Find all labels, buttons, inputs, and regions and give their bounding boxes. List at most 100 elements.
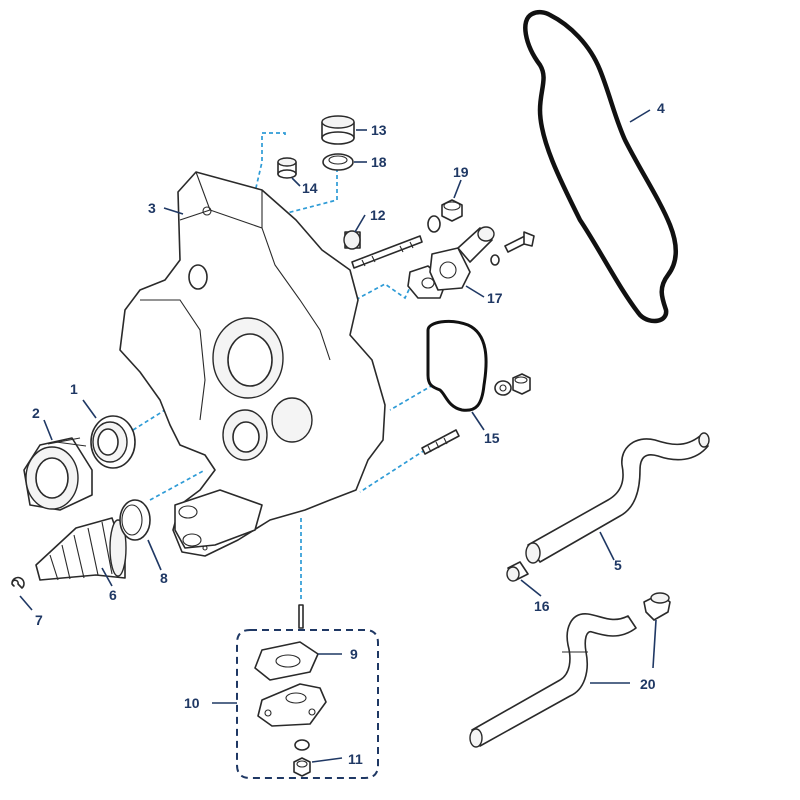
bellows-fold-3: [73, 534, 85, 579]
washer-15: [494, 380, 512, 396]
nut-15: [512, 373, 531, 395]
part-4-large-gasket: [523, 9, 678, 324]
bellows-ring-bore: [35, 457, 69, 499]
callout-7: 7: [35, 612, 43, 628]
connector-15-to-housing: [389, 384, 434, 411]
plug-14-top: [277, 157, 297, 167]
assembly-connector-lines: [132, 132, 434, 600]
stud-lower: [421, 429, 460, 455]
part-5-hose: [525, 432, 710, 564]
cap-20-top: [650, 592, 670, 604]
group-10-box: [236, 629, 379, 779]
connector-13-18-to-housing: [282, 168, 338, 215]
housing-rib-mid: [261, 227, 331, 361]
stud-lower-threads: [427, 437, 448, 453]
leader-4: [629, 109, 651, 123]
part-15-gasket: [426, 319, 488, 412]
callout-12: 12: [370, 207, 386, 223]
housing-top-hole: [202, 206, 212, 216]
callout-2: 2: [32, 405, 40, 421]
callout-3: 3: [148, 200, 156, 216]
bellows-fold-4: [87, 527, 99, 576]
leader-20-cap: [652, 619, 657, 669]
leader-5: [599, 531, 615, 561]
part-20-hose: [469, 592, 671, 748]
callout-4: 4: [657, 100, 665, 116]
housing-bore-upper-inner: [227, 333, 273, 387]
callout-16: 16: [534, 598, 550, 614]
housing-bracket-hole-1: [178, 505, 198, 519]
adapter-10-bolt-1: [264, 709, 272, 717]
leader-6: [101, 567, 113, 587]
fitting-16-end: [506, 566, 520, 582]
leader-7: [19, 595, 33, 611]
connector-stud-to-housing: [359, 449, 426, 493]
callout-6: 6: [109, 587, 117, 603]
washer-19: [427, 215, 441, 233]
part-14-plug: [277, 157, 297, 179]
stud-upper: [351, 235, 423, 269]
part-2-bellows-ring: [23, 437, 93, 511]
ring-18-inner: [328, 155, 348, 165]
exhaust-bellows-end: [109, 519, 127, 577]
group-10-assembly: [236, 604, 379, 779]
callout-5: 5: [614, 557, 622, 573]
bolt-17-head: [523, 231, 535, 247]
callout-13: 13: [371, 122, 387, 138]
cap-13-bottom: [321, 131, 355, 145]
leader-15: [471, 411, 485, 431]
gasket-17-hole: [421, 277, 435, 289]
adapter-10: [257, 683, 327, 727]
housing-bore-lower-inner: [232, 421, 260, 453]
part-18-ring: [322, 153, 354, 171]
callout-17: 17: [487, 290, 503, 306]
callout-labels: 1 2 3 4 5 6 7 8 9 10 11 12 13 14 15 16 1…: [32, 100, 665, 767]
connector-14-to-housing: [254, 132, 286, 193]
housing-bore-right: [271, 397, 313, 443]
exhaust-bellows-body: [35, 517, 126, 581]
connector-1-to-housing: [132, 409, 166, 431]
gasket-9-hole: [275, 654, 301, 668]
callout-8: 8: [160, 570, 168, 586]
housing-bracket-pin: [202, 545, 208, 551]
part-7-clip: [11, 576, 25, 589]
clip-body: [11, 576, 25, 589]
callout-18: 18: [371, 154, 387, 170]
callout-10: 10: [184, 695, 200, 711]
callout-1: 1: [70, 381, 78, 397]
washer-15-hole: [499, 384, 507, 392]
bellows-fold-1: [49, 554, 59, 581]
stud-upper-threads: [361, 241, 414, 267]
callout-14: 14: [302, 180, 318, 196]
seal-inner: [97, 428, 119, 456]
nut-15-face: [514, 376, 528, 384]
housing-top-edge: [195, 171, 263, 229]
hose-20-end: [469, 728, 483, 748]
hose-20-body: [471, 613, 637, 747]
housing-bracket-hole-2: [182, 533, 202, 547]
bushing-12-end: [343, 230, 361, 250]
part-19-nut: [427, 199, 463, 233]
elbow-17-spout-end: [477, 226, 495, 242]
gear-housing: [119, 171, 386, 557]
elbow-17-port: [439, 261, 457, 279]
callout-9: 9: [350, 646, 358, 662]
washer-11: [294, 739, 310, 751]
clamp-band-outer: [119, 499, 151, 541]
housing-rib-left: [140, 299, 206, 421]
nut-19-face: [443, 201, 461, 211]
oring-17: [490, 254, 500, 266]
hose-5-end-lower: [525, 542, 541, 564]
connector-17-to-housing: [356, 282, 413, 300]
part-1-seal: [90, 415, 136, 469]
connector-8-to-housing: [149, 469, 206, 501]
bellows-fold-2: [61, 544, 71, 580]
leader-17: [465, 285, 485, 298]
leader-19: [453, 179, 462, 199]
cap-13-top: [321, 115, 355, 129]
part-17-elbow-fitting: [407, 226, 535, 299]
housing-lower-bracket: [174, 489, 263, 549]
bellows-ring-groove-2: [55, 441, 87, 447]
washer-nut-15: [494, 373, 531, 396]
